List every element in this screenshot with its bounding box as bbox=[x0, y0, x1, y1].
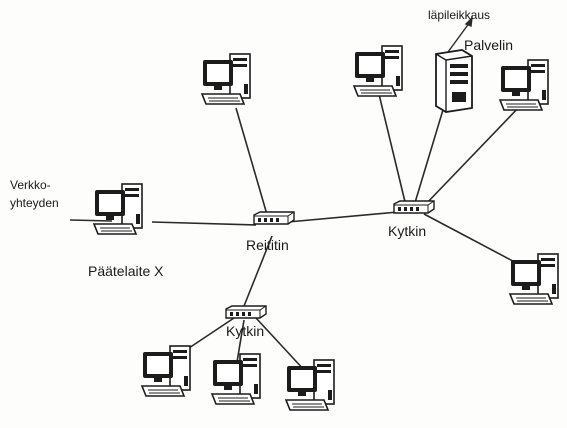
connection-label-line2: yhteyden bbox=[10, 196, 59, 210]
link-switch-right-to-pc-c bbox=[423, 213, 527, 269]
link-switch-right-to-pc-a bbox=[377, 89, 407, 207]
right-bottom-computer-icon bbox=[508, 250, 567, 312]
switch-bottom-label: Kytkin bbox=[226, 323, 265, 339]
link-router-to-switch-right bbox=[287, 211, 399, 223]
server-tower-icon bbox=[432, 48, 476, 114]
bottom-computer-2-icon bbox=[210, 350, 272, 412]
switch-bottom-icon bbox=[224, 305, 268, 319]
right-top-computer-a-icon bbox=[352, 42, 414, 104]
link-switch-right-to-pc-b bbox=[423, 103, 523, 207]
switch-right-label: Kytkin bbox=[388, 223, 427, 239]
router-label: Reititin bbox=[246, 237, 289, 253]
link-router-to-switch-bottom bbox=[243, 235, 273, 307]
link-connection-to-terminal bbox=[69, 219, 113, 222]
bottom-computer-1-icon bbox=[140, 342, 202, 404]
cut-arrow-head bbox=[464, 16, 473, 27]
right-top-computer-b-icon bbox=[498, 56, 560, 118]
terminal-label: Päätelaite X bbox=[88, 263, 164, 279]
switch-right-icon bbox=[392, 200, 436, 214]
link-terminal-to-router bbox=[151, 221, 257, 226]
top-computer-icon bbox=[200, 50, 262, 112]
terminal-x-computer-icon bbox=[92, 180, 154, 242]
link-router-to-top-pc bbox=[235, 107, 269, 219]
router-icon bbox=[252, 211, 296, 225]
bottom-computer-3-icon bbox=[284, 356, 346, 418]
link-switch-bottom-to-pc-3 bbox=[255, 317, 307, 373]
server-label: Palvelin bbox=[464, 37, 514, 53]
connection-label-line1: Verkko- bbox=[10, 178, 51, 192]
cut-label: läpileikkaus bbox=[428, 8, 491, 22]
cut-arrow-line bbox=[447, 21, 471, 53]
